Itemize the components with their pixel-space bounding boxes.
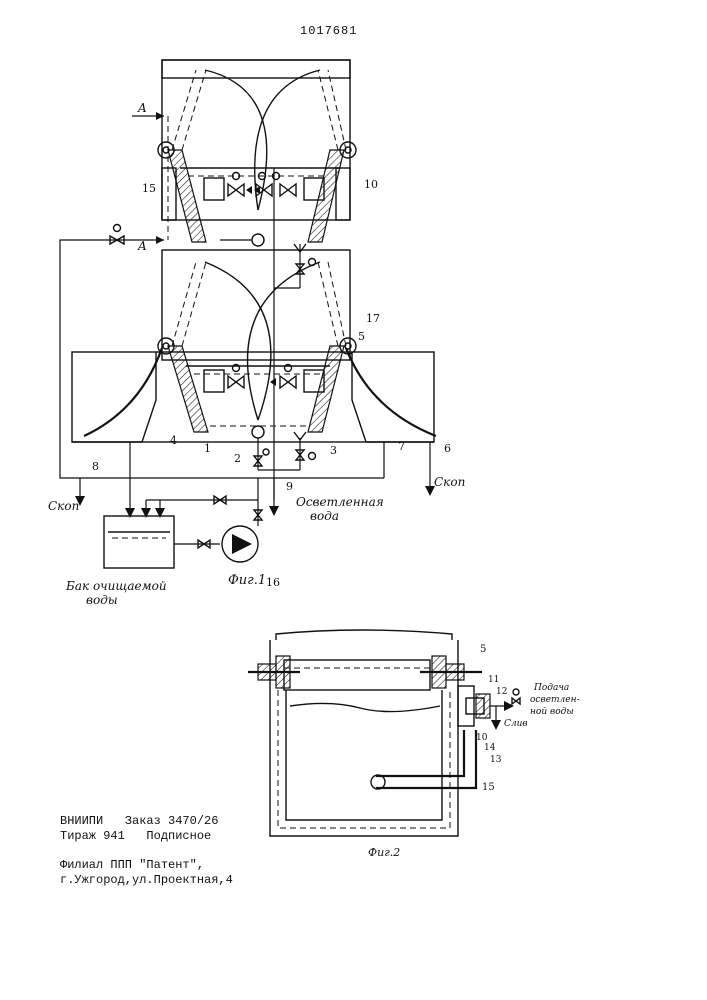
filter-belt-left-lower — [168, 346, 208, 432]
filter-belt-left-upper — [168, 150, 206, 242]
section-mark-a-bottom: A — [137, 239, 147, 253]
figure-1: A A 15 10 17 5 4 1 2 3 7 6 8 9 16 Скоп С… — [48, 60, 465, 607]
label-16: 16 — [266, 576, 280, 589]
feed-label-2: осветлен- — [530, 695, 580, 705]
label-4: 4 — [170, 434, 177, 447]
tank-label-1: Бак очищаемой — [65, 579, 167, 593]
fig2-label-5: 5 — [480, 644, 486, 655]
filter-belt-right-upper — [308, 150, 344, 242]
figure-2: 5 11 12 10 14 13 15 Подача осветлен- ной… — [248, 630, 580, 859]
label-1: 1 — [204, 442, 211, 455]
imprint-line-2: Тираж 941 Подписное — [60, 829, 211, 843]
label-3: 3 — [330, 444, 337, 457]
imprint-line-1: ВНИИПИ Заказ 3470/26 — [60, 814, 218, 828]
filter-belt-right-lower — [308, 346, 344, 432]
label-15: 15 — [142, 182, 156, 195]
figure-1-caption: Фиг.1 — [228, 573, 266, 588]
label-2: 2 — [234, 452, 241, 465]
label-9: 9 — [286, 480, 293, 493]
drain-label-left: Скоп — [48, 499, 79, 513]
label-5: 5 — [358, 330, 365, 343]
fig2-label-14: 14 — [484, 743, 496, 753]
label-17: 17 — [366, 312, 380, 325]
tank-and-pump — [104, 478, 258, 568]
upper-module — [60, 60, 356, 500]
label-7: 7 — [398, 440, 405, 453]
imprint-line-3: Филиал ППП "Патент", — [60, 858, 204, 872]
feed-label-1: Подача — [533, 683, 569, 693]
label-8: 8 — [92, 460, 99, 473]
drain-label-right: Скоп — [434, 475, 465, 489]
clarified-water-label-2: вода — [310, 509, 339, 523]
clarified-water-label-1: Осветленная — [296, 495, 384, 509]
imprint-line-4: г.Ужгород,ул.Проектная,4 — [60, 873, 233, 887]
drain-label-fig2: Слив — [504, 719, 528, 729]
water-tank — [104, 516, 174, 568]
feed-label-3: ной воды — [530, 707, 574, 717]
tank-label-2: воды — [86, 593, 118, 607]
lower-module — [60, 250, 436, 522]
fig2-label-13: 13 — [490, 755, 502, 765]
label-6: 6 — [444, 442, 451, 455]
fig2-label-15: 15 — [482, 782, 495, 793]
fig2-label-11: 11 — [488, 675, 499, 685]
fig2-label-10: 10 — [476, 733, 488, 743]
fig2-label-12: 12 — [496, 687, 507, 697]
figure-2-caption: Фиг.2 — [368, 846, 400, 859]
section-mark-a-top: A — [137, 101, 147, 115]
label-10: 10 — [364, 178, 378, 191]
